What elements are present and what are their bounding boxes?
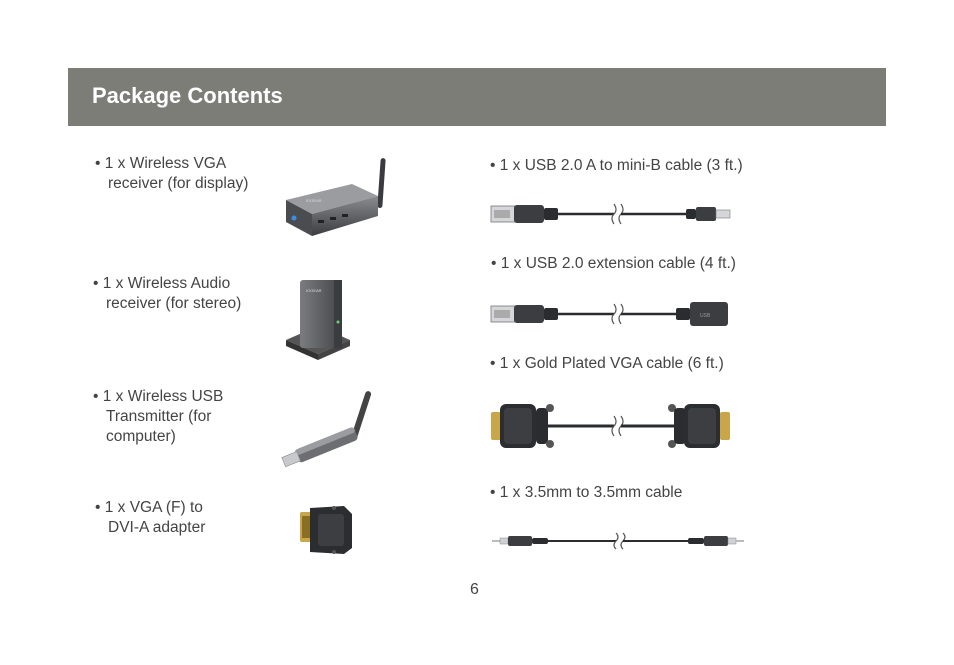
usb-extension-cable-image: USB xyxy=(490,302,728,326)
svg-text:IOGEAR: IOGEAR xyxy=(306,288,322,293)
page-title: Package Contents xyxy=(92,83,283,108)
item-line: • 1 x Wireless USB xyxy=(93,388,224,405)
item-line: DVI-A adapter xyxy=(108,519,206,536)
section-header: Package Contents xyxy=(68,68,886,126)
item-line: • 1 x Wireless VGA xyxy=(95,155,227,172)
list-item-usb-extension-cable: • 1 x USB 2.0 extension cable (4 ft.) xyxy=(491,254,736,274)
audio-cable-image xyxy=(492,532,744,550)
vga-cable-image xyxy=(491,404,730,448)
svg-text:IOGEAR: IOGEAR xyxy=(306,198,322,203)
item-line: • 1 x USB 2.0 A to mini-B cable (3 ft.) xyxy=(490,157,743,174)
page-number: 6 xyxy=(470,581,479,598)
wireless-audio-receiver-image: IOGEAR xyxy=(286,280,350,360)
wireless-vga-receiver-image: IOGEAR xyxy=(286,158,386,236)
list-item-vga-dvi-adapter: • 1 x VGA (F) to DVI-A adapter xyxy=(95,498,205,538)
item-line: receiver (for stereo) xyxy=(106,295,242,312)
svg-text:USB: USB xyxy=(700,313,711,319)
list-item-usb-mini-b-cable: • 1 x USB 2.0 A to mini-B cable (3 ft.) xyxy=(490,156,743,176)
wireless-usb-transmitter-image xyxy=(281,391,372,468)
usb-mini-b-cable-image xyxy=(490,203,731,225)
list-item-usb-transmitter: • 1 x Wireless USB Transmitter (for comp… xyxy=(93,387,223,447)
item-line: Transmitter (for xyxy=(106,408,212,425)
item-line: • 1 x Wireless Audio xyxy=(93,275,231,292)
vga-dvi-adapter-image xyxy=(300,506,352,554)
item-line: receiver (for display) xyxy=(108,175,249,192)
item-line: • 1 x USB 2.0 extension cable (4 ft.) xyxy=(491,255,736,272)
item-line: computer) xyxy=(106,428,176,445)
list-item-audio-cable: • 1 x 3.5mm to 3.5mm cable xyxy=(490,483,682,503)
list-item-audio-receiver: • 1 x Wireless Audio receiver (for stere… xyxy=(93,274,241,314)
list-item-vga-receiver: • 1 x Wireless VGA receiver (for display… xyxy=(95,154,248,194)
item-line: • 1 x Gold Plated VGA cable (6 ft.) xyxy=(490,355,724,372)
item-line: • 1 x 3.5mm to 3.5mm cable xyxy=(490,484,683,501)
item-line: • 1 x VGA (F) to xyxy=(95,499,203,516)
list-item-vga-cable: • 1 x Gold Plated VGA cable (6 ft.) xyxy=(490,354,724,374)
